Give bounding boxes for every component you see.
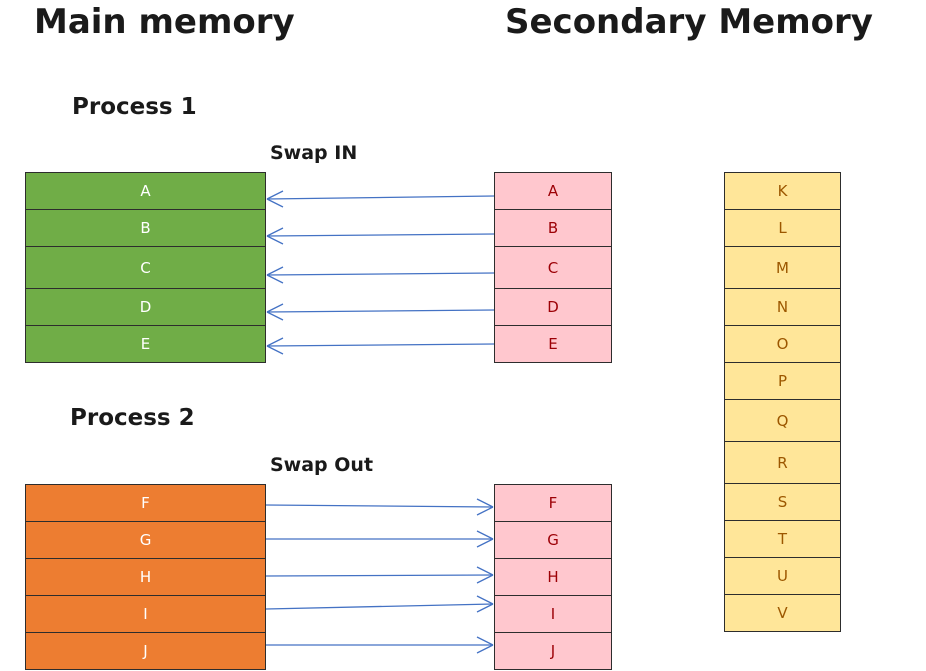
swap-in-arrow — [266, 266, 495, 284]
swap-out-arrow — [265, 566, 494, 584]
secondary-block: J — [494, 632, 612, 670]
swap-in-arrow — [266, 190, 495, 208]
swap-in-arrow — [266, 303, 495, 321]
swap-in-arrow — [266, 227, 495, 245]
secondary-block: O — [724, 325, 841, 363]
process-1-block: B — [25, 209, 266, 247]
secondary-block: L — [724, 209, 841, 247]
secondary-block: M — [724, 246, 841, 289]
process-2-label: Process 2 — [70, 405, 195, 431]
secondary-block: H — [494, 558, 612, 596]
secondary-block: I — [494, 595, 612, 633]
secondary-block: U — [724, 557, 841, 595]
secondary-block: R — [724, 441, 841, 484]
process-2-block: H — [25, 558, 266, 596]
process-1-label: Process 1 — [72, 94, 197, 120]
main-memory-title: Main memory — [34, 2, 295, 42]
process-1-block: D — [25, 288, 266, 326]
process-1-block: E — [25, 325, 266, 363]
swap-in-label: Swap IN — [270, 142, 358, 164]
secondary-block: N — [724, 288, 841, 326]
secondary-memory-title: Secondary Memory — [505, 2, 873, 42]
swap-in-arrow — [266, 337, 495, 355]
secondary-block: V — [724, 594, 841, 632]
secondary-block: D — [494, 288, 612, 326]
process-2-block: J — [25, 632, 266, 670]
process-2-block: F — [25, 484, 266, 522]
secondary-block: K — [724, 172, 841, 210]
swap-out-arrow — [265, 498, 494, 516]
secondary-block: E — [494, 325, 612, 363]
swap-out-arrow — [266, 530, 494, 548]
secondary-block: Q — [724, 399, 841, 442]
process-2-block: G — [25, 521, 266, 559]
swap-out-arrow — [265, 595, 494, 613]
secondary-block: A — [494, 172, 612, 210]
swap-out-label: Swap Out — [270, 454, 374, 476]
secondary-block: P — [724, 362, 841, 400]
secondary-block: S — [724, 483, 841, 521]
secondary-block: C — [494, 246, 612, 289]
secondary-block: G — [494, 521, 612, 559]
process-2-block: I — [25, 595, 266, 633]
process-1-block: A — [25, 172, 266, 210]
process-1-block: C — [25, 246, 266, 289]
secondary-block: B — [494, 209, 612, 247]
swap-out-arrow — [266, 636, 494, 654]
secondary-block: T — [724, 520, 841, 558]
secondary-block: F — [494, 484, 612, 522]
